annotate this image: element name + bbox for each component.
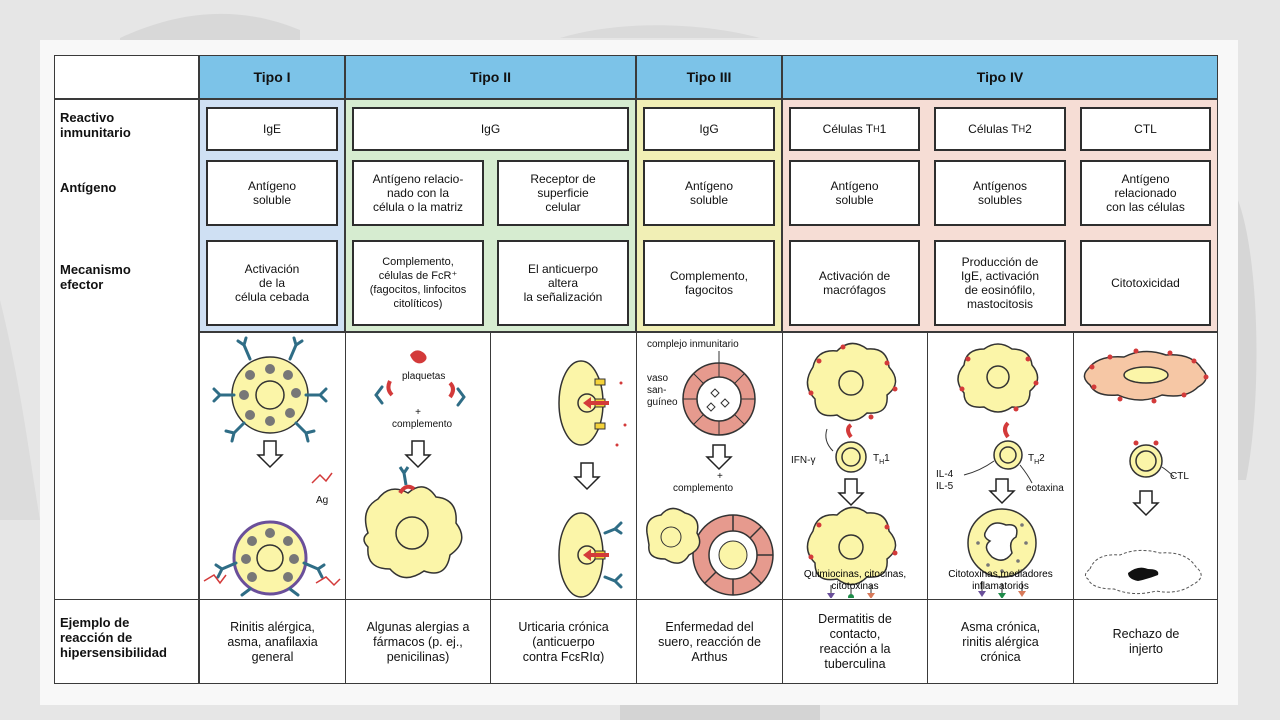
header-tipo-4: Tipo IV bbox=[782, 55, 1218, 99]
reactivo-tipo-2: IgG bbox=[352, 107, 629, 151]
vaso-label-2: san- bbox=[647, 385, 666, 396]
mecanismo-tipo-1: Activación de la célula cebada bbox=[206, 240, 338, 326]
antigeno-th1: Antígeno soluble bbox=[789, 160, 920, 226]
ejemplo-th2: Asma crónica, rinitis alérgica crónica bbox=[960, 619, 1041, 664]
complejo-label: complejo inmunitario bbox=[647, 339, 739, 350]
antigeno-th2: Antígenos solubles bbox=[934, 160, 1066, 226]
hypersensitivity-table: Tipo I Tipo II Tipo III Tipo IV Reactivo… bbox=[40, 40, 1238, 705]
th2-illustration: TH2 IL-4 IL-5 eotaxina bbox=[936, 343, 1064, 598]
mecanismo-tipo-3: Complemento, fagocitos bbox=[643, 240, 775, 326]
mecanismo-tipo-2a: Complemento, células de FcR⁺ (fagocitos,… bbox=[352, 240, 484, 326]
antigeno-tipo-2b: Receptor de superficie celular bbox=[497, 160, 629, 226]
ejemplo-tipo-3: Enfermedad del suero, reacción de Arthus bbox=[658, 619, 761, 664]
quimiocinas-caption: Quimiocinas, citocinas,citotoxinas bbox=[803, 569, 907, 592]
tipo-1-mast-cell-illustration: Ag bbox=[203, 336, 341, 597]
ifn-gamma-label: IFN-γ bbox=[791, 455, 815, 466]
antigeno-tipo-3: Antígeno soluble bbox=[643, 160, 775, 226]
label-column bbox=[54, 99, 199, 684]
ag-label: Ag bbox=[316, 495, 328, 506]
tipo-2b-illustration bbox=[558, 360, 627, 598]
ejemplo-th1: Dermatitis de contacto, reacción a la tu… bbox=[818, 612, 892, 671]
vaso-label-1: vaso bbox=[647, 373, 669, 384]
vaso-label-3: guíneo bbox=[647, 397, 678, 408]
il5-label: IL-5 bbox=[936, 481, 954, 492]
row-label-mecanismo: Mecanismo efector bbox=[60, 262, 131, 292]
ctl-illustration: CTL bbox=[1083, 348, 1209, 595]
reactivo-tipo-1: IgE bbox=[206, 107, 338, 151]
antigeno-ctl: Antígeno relacionado con las células bbox=[1080, 160, 1211, 226]
ctl-cell-label: CTL bbox=[1170, 471, 1189, 482]
il4-label: IL-4 bbox=[936, 469, 954, 480]
mecanismo-tipo-2b: El anticuerpo altera la señalización bbox=[497, 240, 629, 326]
antigeno-tipo-1: Antígeno soluble bbox=[206, 160, 338, 226]
tipo-3-illustration: complejo inmunitario vaso san- guíneo + … bbox=[646, 339, 774, 596]
antigeno-tipo-2a: Antígeno relacio- nado con la célula o l… bbox=[352, 160, 484, 226]
row-label-antigeno: Antígeno bbox=[60, 180, 117, 195]
corner-cell bbox=[54, 55, 199, 99]
reactivo-ctl: CTL bbox=[1080, 107, 1211, 151]
row-label-reactivo: Reactivo inmunitario bbox=[60, 110, 131, 140]
th2-cell-label: TH2 bbox=[1028, 453, 1045, 466]
header-tipo-1: Tipo I bbox=[199, 55, 345, 99]
ejemplo-tipo-1: Rinitis alérgica, asma, anafilaxia gener… bbox=[227, 619, 318, 664]
ejemplo-tipo-2a: Algunas alergias a fármacos (p. ej., pen… bbox=[366, 619, 470, 664]
complemento-label-2: complemento bbox=[673, 483, 733, 494]
tipo-2a-illustration: plaquetas + complemento bbox=[363, 350, 466, 579]
eotaxina-label: eotaxina bbox=[1026, 483, 1064, 494]
plaquetas-label: plaquetas bbox=[402, 371, 445, 382]
row-label-ejemplo: Ejemplo de reacción de hipersensibilidad bbox=[60, 615, 167, 660]
header-tipo-3: Tipo III bbox=[636, 55, 782, 99]
complemento-label: complemento bbox=[392, 419, 452, 430]
mecanismo-th1: Activación de macrófagos bbox=[789, 240, 920, 326]
reactivo-tipo-3: IgG bbox=[643, 107, 775, 151]
mecanismo-th2: Producción de IgE, activación de eosinóf… bbox=[934, 240, 1066, 326]
th1-cell-label: TH1 bbox=[873, 453, 890, 466]
header-tipo-2: Tipo II bbox=[345, 55, 636, 99]
th1-illustration: IFN-γ TH1 bbox=[791, 342, 898, 598]
plus-label: + bbox=[415, 407, 421, 418]
ejemplo-ctl: Rechazo de injerto bbox=[1112, 627, 1180, 656]
plus-label-2: + bbox=[717, 471, 723, 482]
ejemplo-tipo-2b: Urticaria crónica (anticuerpo contra Fcε… bbox=[518, 619, 609, 664]
mecanismo-ctl: Citotoxicidad bbox=[1080, 240, 1211, 326]
